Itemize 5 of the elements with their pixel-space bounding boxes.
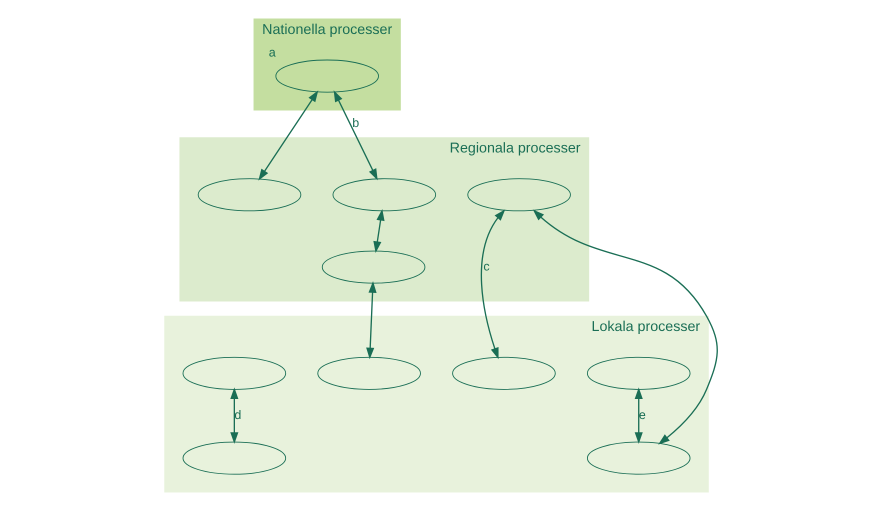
edge-label: c — [482, 259, 490, 274]
edge-label: d — [234, 408, 241, 422]
node-label: a — [268, 46, 276, 60]
edge-label: e — [638, 408, 646, 422]
edge-label: b — [352, 116, 359, 130]
